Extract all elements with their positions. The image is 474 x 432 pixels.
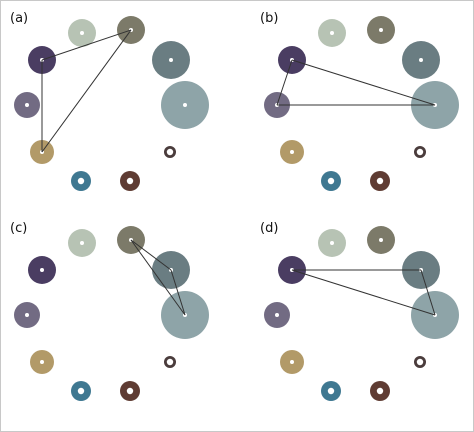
node-center-dot — [169, 58, 173, 62]
edge-line — [420, 269, 436, 316]
edge-line — [130, 239, 186, 316]
edge-line — [130, 239, 172, 271]
node-center-dot — [275, 313, 279, 317]
node-center-dot — [290, 360, 294, 364]
panel-label: (b) — [260, 11, 278, 26]
node-center-dot — [376, 177, 384, 185]
node-center-dot — [327, 177, 335, 185]
node-center-dot — [126, 177, 134, 185]
panel-label: (c) — [10, 221, 27, 236]
node-center-dot — [126, 387, 134, 395]
panel-d: (d) — [260, 221, 459, 401]
edge-line — [291, 59, 436, 106]
node-center-dot — [416, 148, 424, 156]
node-center-dot — [379, 238, 383, 242]
node-center-dot — [290, 150, 294, 154]
node-center-dot — [25, 103, 29, 107]
panel-b: (b) — [260, 11, 459, 191]
node-center-dot — [77, 177, 85, 185]
node-center-dot — [379, 28, 383, 32]
edge-line — [41, 29, 132, 153]
node-center-dot — [77, 387, 85, 395]
node-center-dot — [327, 387, 335, 395]
node-center-dot — [376, 387, 384, 395]
panels-root: (a) (b) (c) (d) — [10, 11, 459, 401]
node-center-dot — [330, 31, 334, 35]
panel-a: (a) — [10, 11, 209, 191]
node-center-dot — [416, 358, 424, 366]
node-center-dot — [80, 31, 84, 35]
node-center-dot — [183, 103, 187, 107]
edge-line — [170, 269, 186, 316]
node-center-dot — [80, 241, 84, 245]
node-center-dot — [166, 358, 174, 366]
panel-label: (a) — [10, 11, 28, 26]
node-center-dot — [419, 58, 423, 62]
edge-line — [41, 29, 132, 61]
node-center-dot — [25, 313, 29, 317]
panel-label: (d) — [260, 221, 278, 236]
node-center-dot — [40, 360, 44, 364]
node-center-dot — [166, 148, 174, 156]
edge-line — [291, 269, 436, 316]
panel-c: (c) — [10, 221, 209, 401]
node-center-dot — [330, 241, 334, 245]
edge-line — [276, 59, 293, 106]
node-center-dot — [40, 268, 44, 272]
